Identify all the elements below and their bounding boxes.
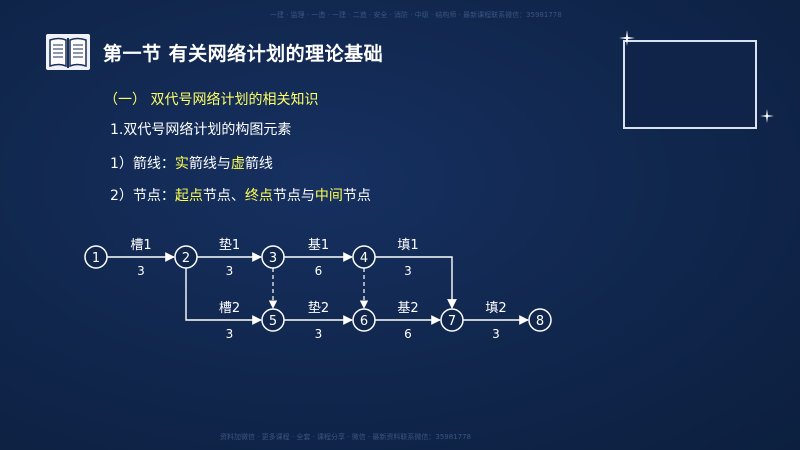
node-label: 3 bbox=[269, 251, 277, 266]
nodes-suffix: 节点 bbox=[342, 188, 371, 204]
activity-duration: 3 bbox=[226, 327, 234, 341]
arrows-prefix: 1）箭线： bbox=[110, 156, 175, 172]
activity-name: 填1 bbox=[397, 238, 418, 253]
activity-duration: 3 bbox=[226, 264, 234, 278]
node-label: 4 bbox=[360, 251, 368, 266]
activity-name: 垫2 bbox=[308, 300, 329, 316]
activity-duration: 6 bbox=[404, 327, 412, 341]
activity-duration: 3 bbox=[404, 264, 412, 278]
node-circle bbox=[352, 308, 376, 332]
activity-arrow bbox=[375, 256, 457, 309]
line-composition-elements: 1.双代号网络计划的构图元素 bbox=[110, 122, 292, 138]
sparkle-icon bbox=[760, 109, 774, 123]
watermark-bottom: 资料加微信 · 更多课程 · 全套 · 课程分享 · 微信 · 最新资料联系微信… bbox=[220, 433, 472, 441]
watermark-top: 一建 · 监理 · 一造 · 一建 · 二造 · 安全 · 消防 · 中级 · … bbox=[270, 11, 562, 19]
node-circle bbox=[261, 308, 285, 332]
activity-name: 槽2 bbox=[219, 301, 240, 316]
nodes-prefix: 2）节点： bbox=[110, 188, 175, 204]
arrows-dummy-highlight: 虚 bbox=[230, 156, 245, 172]
section-subtitle: （一） 双代号网络计划的相关知识 bbox=[104, 92, 319, 108]
arrows-mid: 箭线与 bbox=[188, 156, 231, 172]
sparkle-icon bbox=[619, 30, 635, 46]
arrows-solid-highlight: 实 bbox=[174, 156, 189, 172]
node-label: 8 bbox=[536, 314, 544, 329]
line-arrows: 1）箭线：实箭线与虚箭线 bbox=[110, 153, 273, 173]
node-label: 1 bbox=[92, 251, 100, 266]
node-circle bbox=[440, 308, 464, 332]
title-row: 第一节 有关网络计划的理论基础 bbox=[45, 30, 383, 74]
node-circle bbox=[528, 308, 552, 332]
nodes-mid2: 节点与 bbox=[272, 188, 315, 204]
activity-arrow bbox=[185, 268, 262, 325]
node-label: 7 bbox=[448, 314, 456, 329]
activity-name: 槽1 bbox=[130, 238, 151, 253]
activity-name: 填2 bbox=[485, 301, 506, 316]
nodes-middle-highlight: 中间 bbox=[314, 188, 343, 204]
node-circle bbox=[174, 245, 198, 269]
activity-duration: 3 bbox=[492, 327, 500, 341]
activity-name: 基2 bbox=[397, 301, 418, 316]
book-icon bbox=[46, 34, 90, 70]
nodes-start-highlight: 起点 bbox=[174, 188, 203, 204]
node-circle bbox=[261, 245, 285, 269]
activity-duration: 3 bbox=[315, 327, 323, 341]
activity-name: 基1 bbox=[308, 238, 329, 253]
line-nodes: 2）节点：起点节点、终点节点与中间节点 bbox=[110, 185, 371, 205]
activity-duration: 6 bbox=[315, 264, 323, 278]
picture-frame bbox=[623, 40, 757, 129]
node-label: 5 bbox=[269, 314, 277, 329]
node-label: 2 bbox=[182, 251, 190, 266]
activity-duration: 3 bbox=[137, 264, 145, 278]
nodes-mid1: 节点、 bbox=[202, 188, 245, 204]
node-circle bbox=[84, 245, 108, 269]
nodes-end-highlight: 终点 bbox=[244, 188, 273, 204]
arrows-suffix: 箭线 bbox=[244, 156, 273, 172]
node-label: 6 bbox=[360, 314, 368, 329]
page-title: 第一节 有关网络计划的理论基础 bbox=[103, 42, 384, 65]
activity-name: 垫1 bbox=[219, 237, 240, 253]
node-circle bbox=[352, 245, 376, 269]
